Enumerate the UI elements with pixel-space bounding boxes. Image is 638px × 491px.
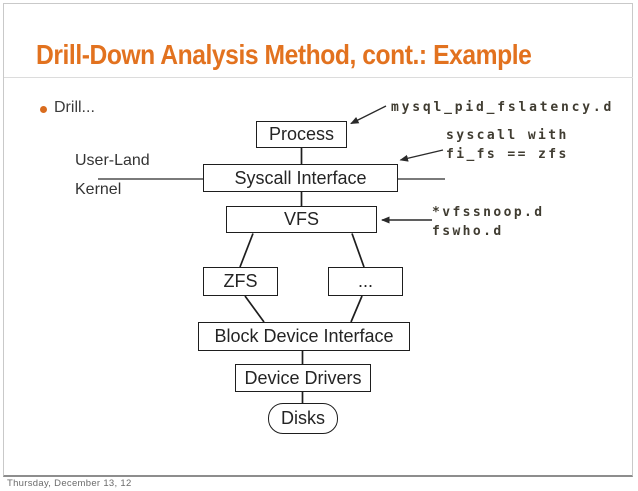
annotation-vfs-tools: *vfssnoop.d fswho.d: [432, 203, 545, 241]
diagram-box-vfs: VFS: [226, 206, 377, 233]
slide-frame: [3, 3, 633, 477]
annotation-line: mysql_pid_fslatency.d: [391, 100, 615, 115]
diagram-box-syscall-interface: Syscall Interface: [203, 164, 398, 192]
bullet-icon: [40, 106, 47, 113]
annotation-mysql-script: mysql_pid_fslatency.d: [391, 98, 614, 117]
label-user-land: User-Land: [75, 152, 150, 169]
annotation-line: *vfssnoop.d: [432, 205, 545, 220]
label-kernel: Kernel: [75, 181, 122, 198]
diagram-box-zfs: ZFS: [203, 267, 278, 296]
diagram-box-block-device-interface: Block Device Interface: [198, 322, 410, 351]
diagram-box-disks: Disks: [268, 403, 338, 434]
diagram-box-device-drivers: Device Drivers: [235, 364, 371, 392]
annotation-syscall-filter: syscall with fi_fs == zfs: [446, 126, 569, 164]
title-divider: [4, 77, 633, 78]
annotation-line: syscall with: [446, 128, 569, 143]
annotation-line: fi_fs == zfs: [446, 147, 569, 162]
bullet-text: Drill...: [54, 99, 95, 116]
diagram-box-other-filesystems: ...: [328, 267, 403, 296]
slide-title: Drill-Down Analysis Method, cont.: Examp…: [36, 39, 532, 70]
slide-date-footer: Thursday, December 13, 12: [7, 478, 132, 489]
annotation-line: fswho.d: [432, 224, 504, 239]
diagram-box-process: Process: [256, 121, 347, 148]
